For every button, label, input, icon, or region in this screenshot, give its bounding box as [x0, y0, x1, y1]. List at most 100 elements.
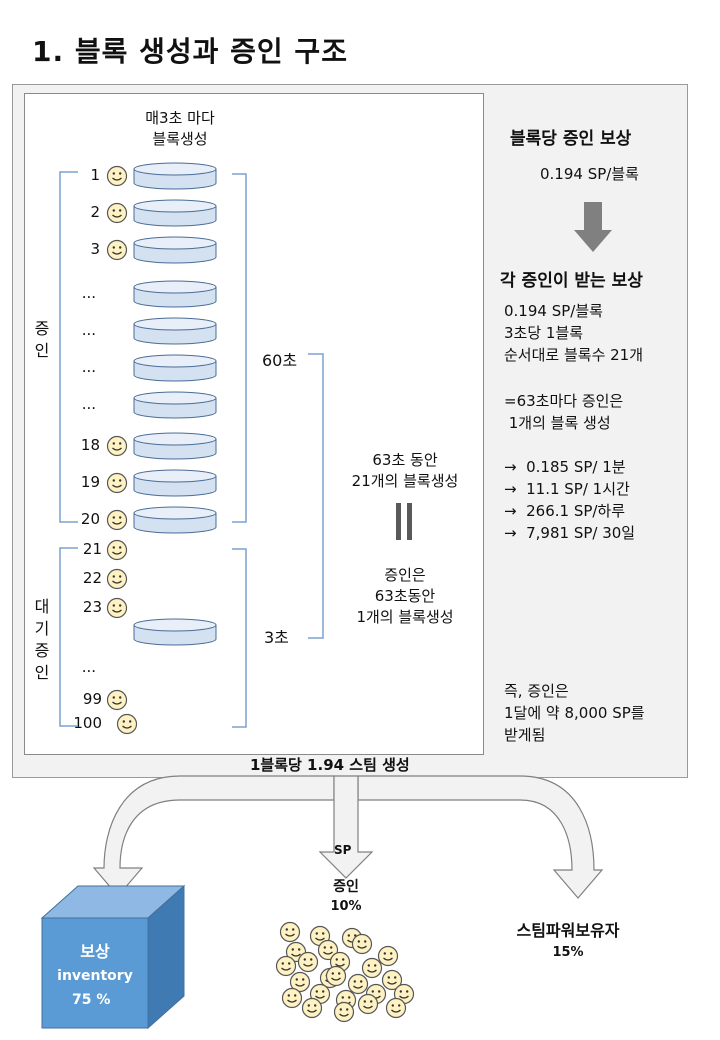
witness-smiley-icon — [361, 957, 383, 979]
rate-per-day: → 266.1 SP/하루 — [504, 502, 626, 520]
standby-number: 100 — [73, 714, 102, 732]
standby-number: 23 — [82, 598, 102, 616]
witness-smiley-icon — [381, 969, 403, 991]
middle-top-line1: 63초 동안 — [372, 451, 438, 469]
witness-number: 1 — [90, 166, 100, 184]
right-distribution-arrow — [357, 775, 604, 899]
witness-left-bracket — [59, 171, 78, 523]
witness-smiley-icon — [279, 921, 301, 943]
sixty-sec-bracket — [232, 173, 247, 523]
block-interval-header: 매3초 마다 블록생성 — [110, 108, 250, 150]
block-disk-icon — [133, 199, 217, 227]
middle-bottom-line2: 63초동안 — [374, 587, 436, 605]
block-disk-icon — [133, 469, 217, 497]
standby-block-disk-icon — [133, 618, 217, 646]
witness-smiley-icon — [106, 165, 128, 187]
witness-number: ... — [81, 321, 96, 339]
monthly-summary: 즉, 증인은 1달에 약 8,000 SP를 받게됨 — [504, 680, 645, 746]
witness-smiley-icon — [106, 435, 128, 457]
block-interval-line1: 매3초 마다 — [145, 109, 215, 127]
block-disk-icon — [133, 162, 217, 190]
reward-interval-1: =63초마다 증인은 — [504, 392, 624, 410]
witness-smiley-icon — [106, 239, 128, 261]
block-disk-icon — [133, 354, 217, 382]
total-bracket — [308, 353, 324, 639]
reward-calc-lines: 0.194 SP/블록 3초당 1블록 순서대로 블록수 21개 — [504, 300, 643, 366]
witness-smiley-icon — [281, 987, 303, 1009]
witness-smiley-icon — [106, 509, 128, 531]
block-interval-line2: 블록생성 — [152, 130, 208, 148]
block-disk-icon — [133, 317, 217, 345]
reward-line-2: 3초당 1블록 — [504, 324, 584, 342]
standby-vertical-label: 대기증인 — [34, 597, 50, 682]
page-title: 1. 블록 생성과 증인 구조 — [32, 35, 348, 68]
block-disk-icon — [133, 280, 217, 308]
witness-smiley-icon — [347, 973, 369, 995]
standby-left-bracket — [59, 547, 78, 727]
witness-smiley-icon — [289, 971, 311, 993]
standby-number: ... — [81, 658, 96, 676]
left-distribution-arrow — [92, 775, 335, 897]
witness-number: 19 — [80, 473, 100, 491]
witness-number: ... — [81, 358, 96, 376]
inventory-label: 보상 inventory 75 % — [42, 940, 148, 1012]
three-sec-label: 3초 — [264, 628, 289, 647]
middle-top-line2: 21개의 블록생성 — [351, 472, 459, 490]
witness-smiley-icon — [297, 951, 319, 973]
middle-bottom-line3: 1개의 블록생성 — [356, 608, 454, 626]
reward-interval-2: 1개의 블록 생성 — [504, 414, 611, 432]
rate-per-minute: → 0.185 SP/ 1분 — [504, 458, 626, 476]
each-witness-reward-title: 각 증인이 받는 보상 — [500, 271, 643, 291]
three-sec-bracket — [232, 548, 247, 728]
witness-number: 3 — [90, 240, 100, 258]
witness-share: 증인 10% — [318, 877, 374, 917]
down-arrow-icon — [574, 202, 612, 252]
witness-number: ... — [81, 395, 96, 413]
sp-holders-name: 스팀파워보유자 — [516, 921, 620, 940]
sixty-sec-label: 60초 — [262, 351, 298, 370]
per-block-creation-label: 1블록당 1.94 스팀 생성 — [250, 756, 410, 774]
inventory-line-1: 보상 — [80, 942, 110, 961]
reward-line-1: 0.194 SP/블록 — [504, 302, 603, 320]
block-disk-icon — [133, 391, 217, 419]
witness-smiley-icon — [351, 933, 373, 955]
reward-line-3: 순서대로 블록수 21개 — [504, 346, 644, 364]
witness-share-name: 증인 — [333, 879, 359, 895]
sp-arrow-label: SP — [334, 843, 352, 857]
inventory-line-3: 75 % — [72, 992, 111, 1008]
witness-number: 18 — [80, 436, 100, 454]
standby-number: 21 — [82, 540, 102, 558]
equals-marker — [394, 503, 416, 540]
reward-interval-lines: =63초마다 증인은 1개의 블록 생성 — [504, 390, 623, 434]
standby-smiley-icon — [116, 713, 138, 735]
block-disk-icon — [133, 432, 217, 460]
witness-smiley-icon — [106, 202, 128, 224]
witness-number: 20 — [80, 510, 100, 528]
center-distribution-arrow — [318, 775, 374, 879]
witness-smiley-icon — [106, 472, 128, 494]
reward-rate-lines: → 0.185 SP/ 1분 → 11.1 SP/ 1시간 → 266.1 SP… — [504, 456, 635, 544]
per-block-reward-title: 블록당 증인 보상 — [510, 129, 632, 149]
standby-number: 22 — [82, 569, 102, 587]
block-disk-icon — [133, 236, 217, 264]
cube-front-face — [41, 917, 149, 1029]
standby-smiley-icon — [106, 597, 128, 619]
block-disk-icon — [133, 506, 217, 534]
rate-per-month: → 7,981 SP/ 30일 — [504, 524, 636, 542]
sixty-three-sec-note: 63초 동안 21개의 블록생성 — [330, 450, 480, 492]
sp-holders-share: 스팀파워보유자 15% — [500, 920, 636, 964]
witness-smiley-icon — [333, 1001, 355, 1023]
witness-vertical-label: 증인 — [34, 319, 50, 360]
witness-smiley-icon — [385, 997, 407, 1019]
witness-share-pct: 10% — [330, 899, 362, 914]
sp-holders-pct: 15% — [552, 945, 584, 960]
witness-number: 2 — [90, 203, 100, 221]
witness-smiley-icon — [301, 997, 323, 1019]
witness-number: ... — [81, 284, 96, 302]
witness-smiley-icon — [317, 939, 339, 961]
standby-smiley-icon — [106, 689, 128, 711]
middle-bottom-line1: 증인은 — [384, 566, 426, 584]
